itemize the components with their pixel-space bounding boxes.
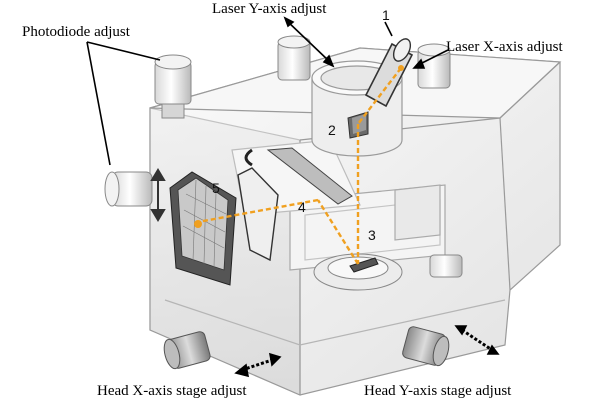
callout-5: 5 (212, 180, 220, 196)
laser-x-axis-adjust-label: Laser X-axis adjust (446, 39, 563, 55)
side-knob-left (104, 171, 153, 207)
side-knob-right (429, 254, 463, 278)
top-knob-middle (277, 35, 311, 81)
callout-2: 2 (328, 122, 336, 138)
photodiode (169, 171, 237, 286)
cantilever-arrow (244, 148, 253, 167)
bottom-knob-right (402, 326, 450, 367)
leader-lines (86, 16, 500, 378)
callout-3: 3 (368, 227, 376, 243)
laser-beam (197, 67, 402, 265)
photodiode-adjust-label: Photodiode adjust (22, 24, 130, 40)
bottom-knob-left (163, 331, 211, 370)
head-y-axis-stage-adjust-label: Head Y-axis stage adjust (364, 383, 512, 399)
laser-spot (194, 220, 202, 228)
photodiode-arrow (150, 168, 166, 222)
laser-diode (364, 38, 414, 108)
callout-4: 4 (298, 199, 306, 215)
cantilever-holder (266, 147, 353, 205)
callout-1: 1 (382, 7, 390, 23)
laser-y-axis-adjust-label: Laser Y-axis adjust (212, 1, 327, 17)
sample-stage (313, 253, 403, 291)
top-knob-left (154, 54, 192, 119)
flat-mirror (237, 167, 279, 262)
head-x-axis-stage-adjust-label: Head X-axis stage adjust (97, 383, 247, 399)
